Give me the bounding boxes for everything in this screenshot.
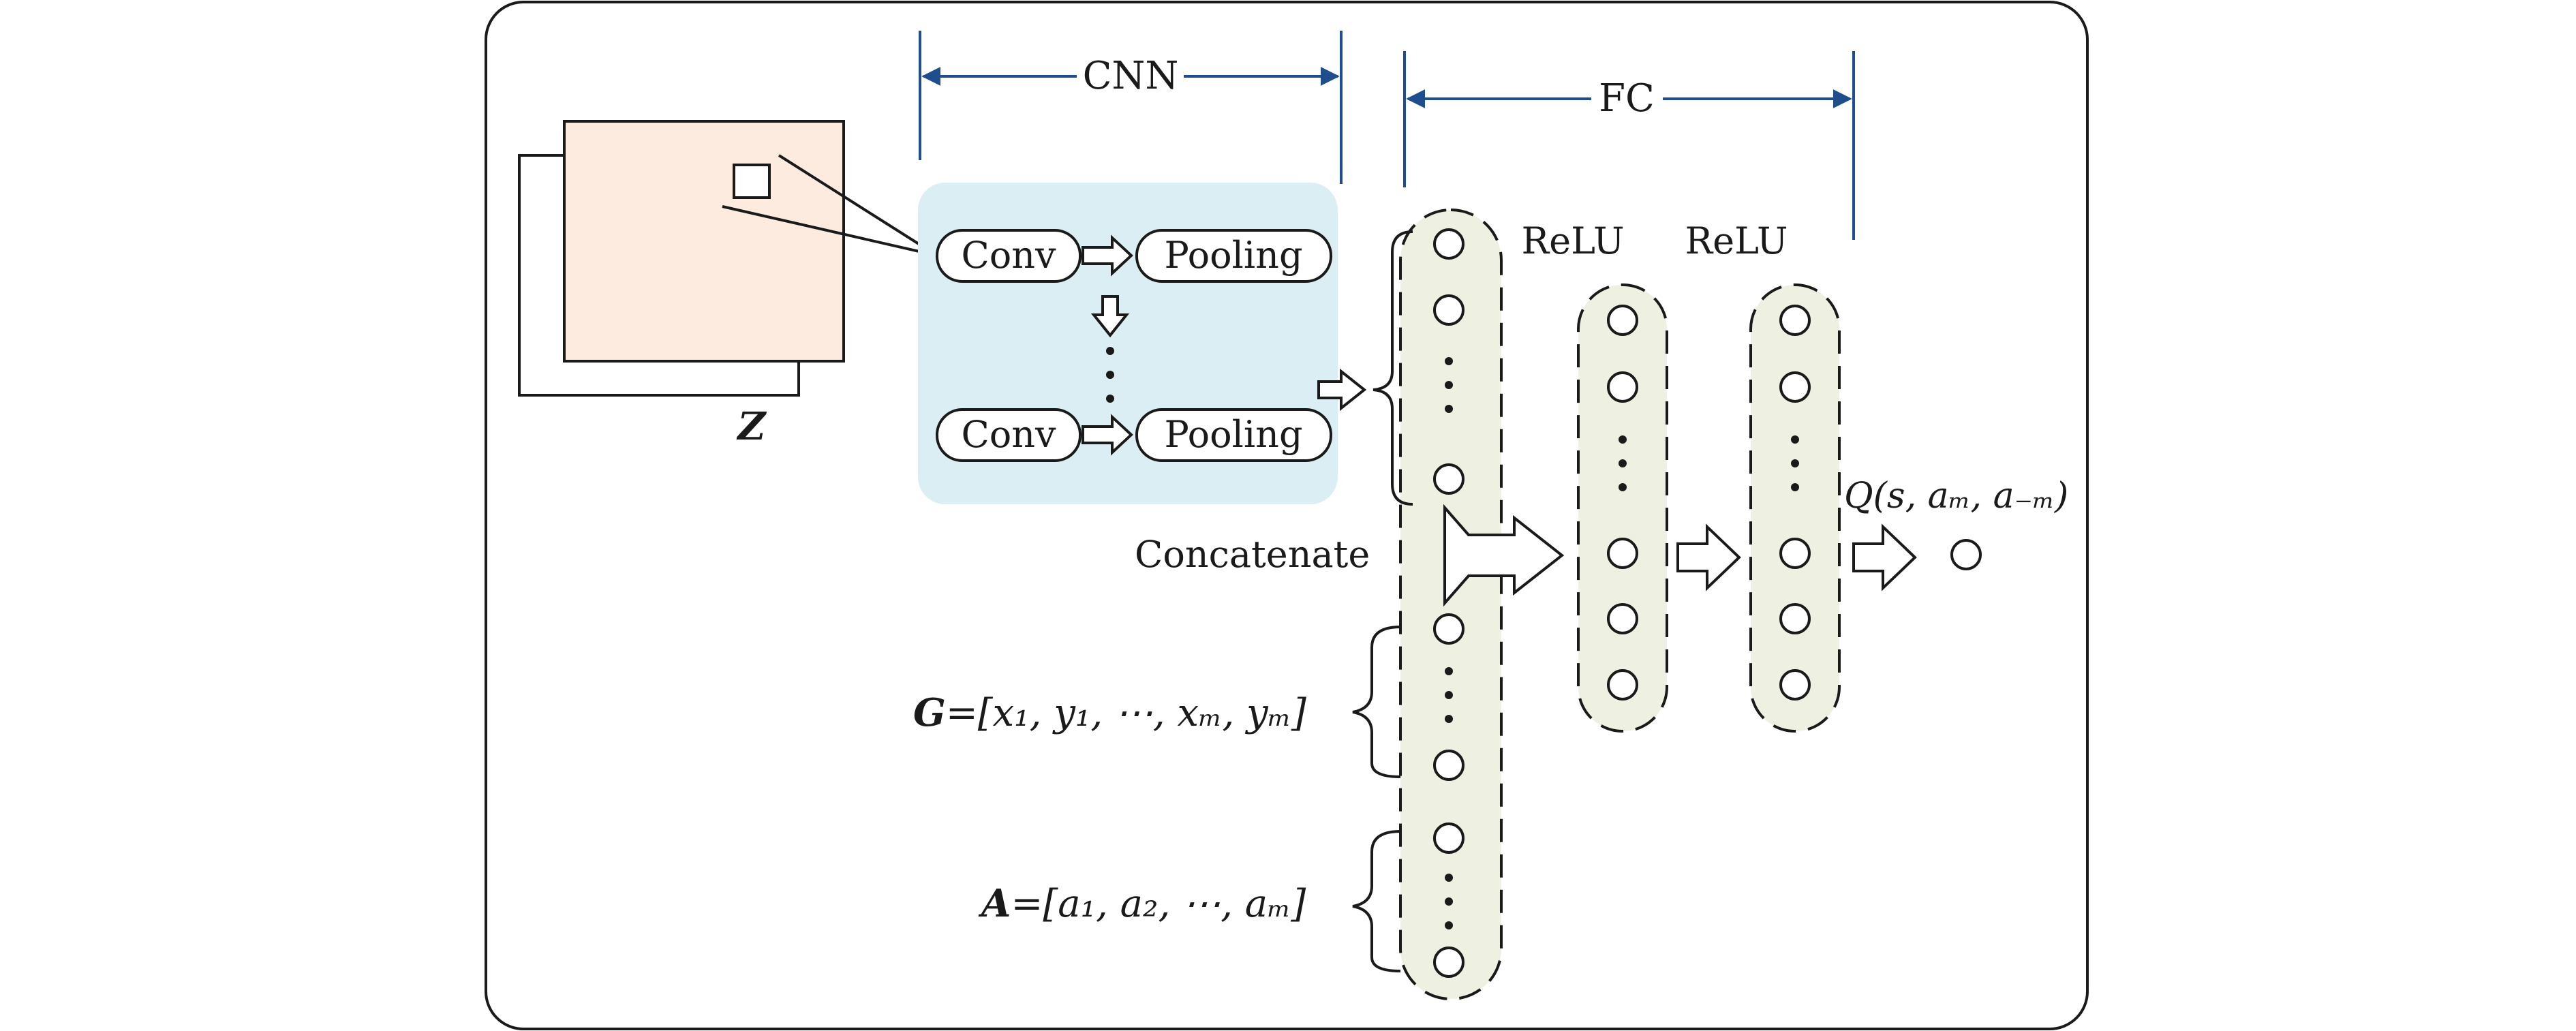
relu-label-1: ReLU [1521,219,1624,262]
brace-a-vector [1352,830,1401,972]
cnn-span-marker: CNN [919,31,1343,184]
hollow-arrow-concatenate [1443,504,1565,607]
hollow-arrow-conv-pool-top [1082,234,1133,277]
fc-input-column [1399,209,1503,1000]
input-feature-map: Z [518,120,938,449]
hollow-arrow-hidden-1-to-2 [1676,523,1741,591]
hidden-1-ellipsis-dots [1619,435,1627,491]
concatenate-label: Concatenate [1135,533,1370,576]
hollow-arrow-hidden-2-to-output [1852,523,1917,591]
z-label: Z [737,404,767,449]
brace-cnn-features [1373,230,1413,506]
g-symbol: G [913,690,946,735]
hidden-2-ellipsis-dots [1791,435,1799,491]
a-vector-label: A=[a₁, a₂, ⋯, aₘ] [978,881,1306,926]
a-symbol: A [978,881,1011,926]
brace-g-vector [1352,626,1401,778]
g-vector-text: =[x₁, y₁, ⋯, xₘ, yₘ] [946,691,1306,735]
a-vector-text: =[a₁, a₂, ⋯, aₘ] [1011,882,1306,926]
output-neuron [1950,539,1982,570]
conv-label-bottom: Conv [961,413,1056,456]
pooling-label-top: Pooling [1164,234,1302,277]
hidden-layer-1 [1577,283,1668,733]
pooling-label-bottom: Pooling [1164,413,1302,456]
fc-span-marker: FC [1403,51,1855,240]
receptive-field-window [733,164,771,199]
cnn-block: Conv Pooling Conv Pooling [918,183,1338,504]
q-output-label: Q(s, aₘ, a₋ₘ) [1844,476,2068,517]
cnn-ellipsis-dots [1106,347,1114,403]
hollow-arrow-conv-pool-bottom [1082,414,1133,456]
g-vector-label: G=[x₁, y₁, ⋯, xₘ, yₘ] [913,690,1306,735]
input-neurons [1433,228,1465,978]
conv-node-bottom [936,408,1082,462]
outer-frame [485,1,2089,1030]
pooling-node-bottom [1135,408,1332,462]
fc-label: FC [1599,76,1655,121]
hidden-layer-2 [1749,283,1841,733]
conv-node-top [936,229,1082,283]
hidden-2-neurons [1779,305,1811,701]
hollow-arrow-cnn-to-fc [1317,368,1367,412]
hidden-1-neurons [1607,305,1638,701]
input-ellipsis-dots [1445,357,1453,929]
relu-label-2: ReLU [1685,219,1788,262]
cnn-label: CNN [1083,54,1179,98]
conv-label-top: Conv [961,234,1056,277]
hollow-arrow-down [1090,295,1130,338]
pooling-node-top [1135,229,1332,283]
